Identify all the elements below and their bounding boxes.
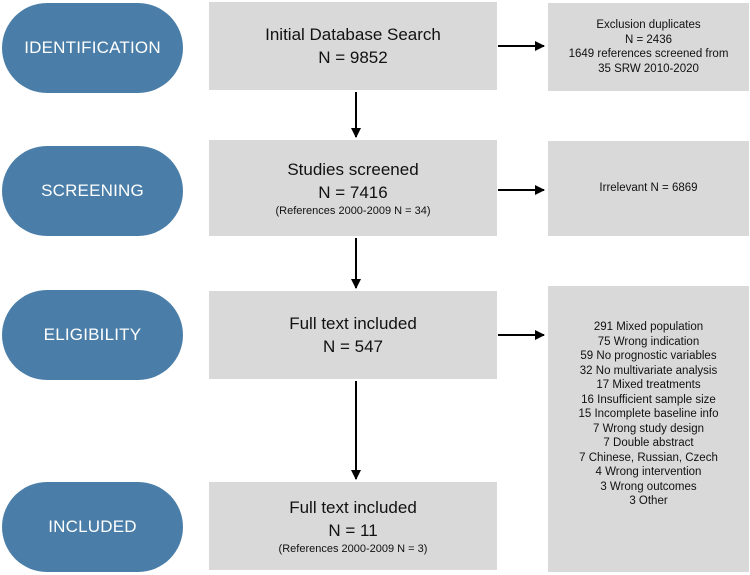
eligibility-count: N = 547 <box>322 337 383 356</box>
screening-count: N = 7416 <box>318 182 388 202</box>
screening-note: (References 2000-2009 N = 34) <box>275 204 431 217</box>
exclusion-reason: 7 Wrong study design <box>592 422 705 435</box>
identification-box: Initial Database Search N = 9852 <box>209 2 497 90</box>
exclusion-reason: 32 No multivariate analysis <box>579 364 718 377</box>
exclusion-line: 1649 references screened from <box>568 48 729 60</box>
exclusion-reason: 3 Wrong outcomes <box>600 480 697 493</box>
exclusion-box-screening: Irrelevant N = 6869 <box>548 141 749 236</box>
exclusion-reason: 4 Wrong intervention <box>595 466 702 478</box>
exclusion-line: 35 SRW 2010-2020 <box>598 62 699 75</box>
eligibility-box: Full text included N = 547 <box>209 291 497 379</box>
included-note: (References 2000-2009 N = 3) <box>278 542 428 555</box>
eligibility-title: Full text included <box>289 314 417 333</box>
stage-included: INCLUDED <box>2 482 183 572</box>
exclusion-reason: 7 Chinese, Russian, Czech <box>579 451 718 464</box>
exclusion-line: N = 2436 <box>625 33 672 46</box>
screening-box: Studies screened N = 7416 (References 20… <box>209 140 497 236</box>
exclusion-box-eligibility: 291 Mixed population 75 Wrong indication… <box>548 286 749 572</box>
exclusion-box-identification: Exclusion duplicates N = 2436 1649 refer… <box>548 3 749 91</box>
included-title: Full text included <box>289 497 417 517</box>
stage-screening: SCREENING <box>2 146 183 236</box>
identification-count: N = 9852 <box>318 48 388 67</box>
stage-identification: IDENTIFICATION <box>2 3 183 93</box>
exclusion-reason: 7 Double abstract <box>603 437 694 449</box>
exclusion-reason: 3 Other <box>629 495 668 507</box>
exclusion-reason: 75 Wrong indication <box>597 335 700 348</box>
included-box: Full text included N = 11 (References 20… <box>209 482 497 570</box>
exclusion-line: Exclusion duplicates <box>596 19 701 31</box>
exclusion-reason: 59 No prognostic variables <box>580 350 717 362</box>
exclusion-reason: 16 Insufficient sample size <box>581 393 716 406</box>
identification-title: Initial Database Search <box>265 25 441 44</box>
stage-eligibility: ELIGIBILITY <box>2 290 183 380</box>
exclusion-reason: 15 Incomplete baseline info <box>578 408 719 420</box>
exclusion-line: Irrelevant N = 6869 <box>599 182 698 194</box>
included-count: N = 11 <box>328 520 378 540</box>
screening-title: Studies screened <box>287 159 419 179</box>
exclusion-reason: 17 Mixed treatments <box>596 379 701 391</box>
exclusion-reason: 291 Mixed population <box>593 321 704 333</box>
